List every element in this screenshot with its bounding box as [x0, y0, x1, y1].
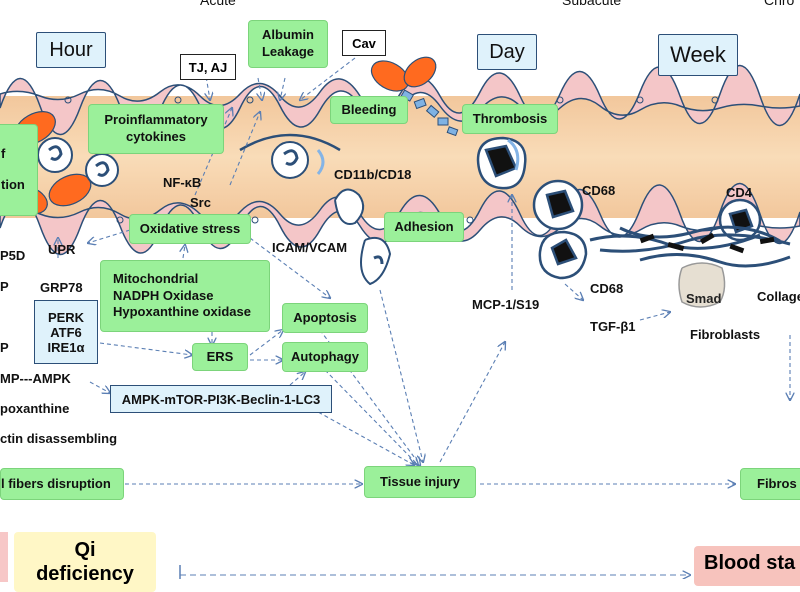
smad-label: Smad	[686, 291, 722, 306]
grp78-label: GRP78	[40, 280, 83, 295]
icam-label: ICAM/VCAM	[272, 240, 348, 255]
cd4-label: CD4	[726, 185, 753, 200]
collagen-label: Collage	[757, 289, 800, 304]
ers-box: ERS	[192, 343, 248, 371]
perk-atf6-box: PERK ATF6 IRE1α	[34, 300, 98, 364]
thrombosis-box: Thrombosis	[462, 104, 558, 134]
fibers-disruption-box: l fibers disruption	[0, 468, 124, 500]
adhesion-box: Adhesion	[384, 212, 464, 242]
cd68-top-label: CD68	[582, 183, 616, 198]
fibroblasts-label: Fibroblasts	[690, 327, 761, 342]
autophagy-box: Autophagy	[282, 342, 368, 372]
left-partial-line1: f	[1, 146, 6, 162]
p5d-label: P5D	[0, 248, 26, 263]
phase-chronic: Chro	[764, 0, 795, 8]
oxidative-stress-box: Oxidative stress	[129, 214, 251, 244]
fiber-fragments	[639, 232, 775, 254]
time-day: Day	[477, 34, 537, 70]
apoptosis-box: Apoptosis	[282, 303, 368, 333]
actin-label: ctin disassembling	[0, 431, 118, 446]
p1-label: P	[0, 279, 9, 294]
tj-aj-box: TJ, AJ	[180, 54, 236, 80]
nfkb-label: NF-κB	[163, 175, 202, 190]
leukocytes	[37, 133, 392, 286]
p2-label: P	[0, 340, 9, 355]
cd68-mid-label: CD68	[590, 281, 624, 296]
left-partial-box: f tion	[0, 124, 38, 216]
mitochondrial-box: Mitochondrial NADPH Oxidase Hypoxanthine…	[100, 260, 270, 332]
fibrosis-box: Fibros	[740, 468, 800, 500]
phase-subacute: Subacute	[562, 0, 622, 8]
left-edge-box	[0, 532, 8, 582]
phase-acute: Acute	[200, 0, 236, 8]
albumin-line1: Albumin	[262, 27, 314, 43]
perk-line1: PERK	[47, 309, 85, 325]
qi-line2: deficiency	[36, 563, 134, 585]
bleeding-box: Bleeding	[330, 96, 408, 124]
proinflammatory-line2: cytokines	[126, 129, 186, 144]
cav-box: Cav	[342, 30, 386, 56]
time-hour: Hour	[36, 32, 106, 68]
smad-cell	[678, 262, 726, 308]
mito-line3: Hypoxanthine oxidase	[113, 304, 251, 320]
collagen-fibers	[589, 225, 791, 268]
mito-line1: Mitochondrial	[113, 270, 199, 286]
mcp-label: MCP-1/S19	[472, 297, 540, 312]
albumin-line2: Leakage	[261, 44, 315, 59]
perk-line3: IRE1α	[47, 339, 85, 355]
proinflammatory-box: Proinflammatory cytokines	[88, 104, 224, 154]
upr-label: UPR	[48, 242, 76, 257]
src-label: Src	[190, 195, 211, 210]
mito-line2: NADPH Oxidase	[113, 287, 214, 303]
tissue-injury-box: Tissue injury	[364, 466, 476, 498]
qi-line1: Qi	[74, 539, 96, 561]
qi-deficiency-box: Qi deficiency	[14, 532, 156, 592]
ampk-pathway-box: AMPK-mTOR-PI3K-Beclin-1-LC3	[110, 385, 332, 413]
blood-stasis-box: Blood sta	[694, 546, 800, 586]
cd11b-label: CD11b/CD18	[334, 167, 412, 182]
albumin-leakage-box: Albumin Leakage	[248, 20, 328, 68]
tgf-label: TGF-β1	[590, 319, 636, 334]
proinflammatory-line1: Proinflammatory	[104, 112, 208, 128]
hypoxanthine-label: poxanthine	[0, 401, 70, 416]
perk-line2: ATF6	[50, 324, 82, 340]
ampk-left-label: MP---AMPK	[0, 371, 71, 386]
platelet-cluster	[400, 89, 459, 137]
left-partial-line2: tion	[1, 177, 25, 192]
time-week: Week	[658, 34, 738, 76]
